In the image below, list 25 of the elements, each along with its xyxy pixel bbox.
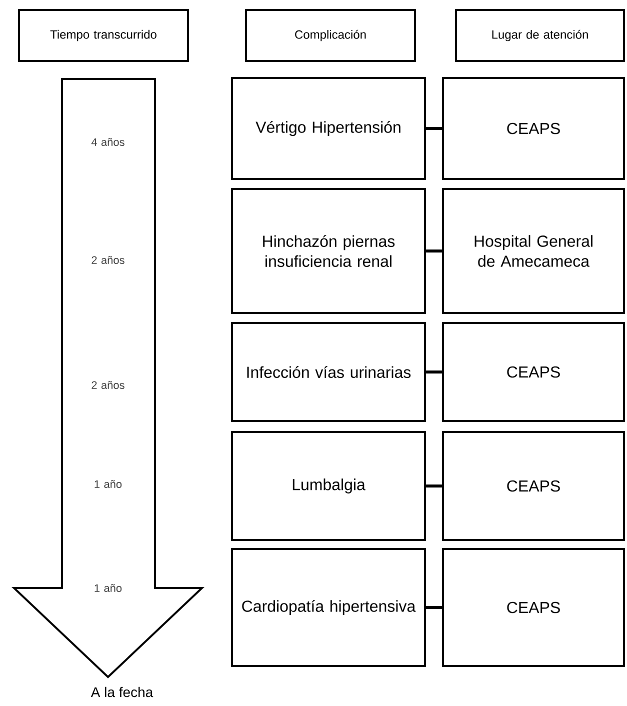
complication-box: Cardiopatía hipertensiva	[231, 548, 426, 667]
place-box: Hospital General de Amecameca	[442, 188, 625, 314]
place-box: CEAPS	[442, 548, 625, 667]
place-box: CEAPS	[442, 77, 625, 180]
column-header: Tiempo transcurrido	[18, 9, 189, 62]
complication-box: Infección vías urinarias	[231, 322, 426, 422]
time-label: 4 años	[91, 138, 124, 146]
down-arrow	[11, 78, 205, 678]
place-box: CEAPS	[442, 431, 625, 541]
column-header: Complicación	[245, 9, 416, 62]
complication-box: Lumbalgia	[231, 431, 426, 541]
time-label: 2 años	[92, 381, 124, 389]
complication-box: Hinchazón piernas insuficiencia renal	[231, 188, 426, 314]
complication-box: Vértigo Hipertensión	[231, 77, 426, 180]
connector	[426, 250, 442, 252]
connector	[426, 484, 442, 488]
connector	[426, 370, 442, 374]
connector	[426, 606, 442, 609]
column-header: Lugar de atención	[455, 9, 625, 62]
date-label: A la fecha	[90, 686, 154, 698]
time-label: 1 año	[94, 584, 122, 592]
time-label: 1 año	[94, 480, 122, 488]
time-label: 2 años	[92, 256, 124, 264]
place-box: CEAPS	[442, 322, 625, 422]
connector	[426, 127, 442, 130]
